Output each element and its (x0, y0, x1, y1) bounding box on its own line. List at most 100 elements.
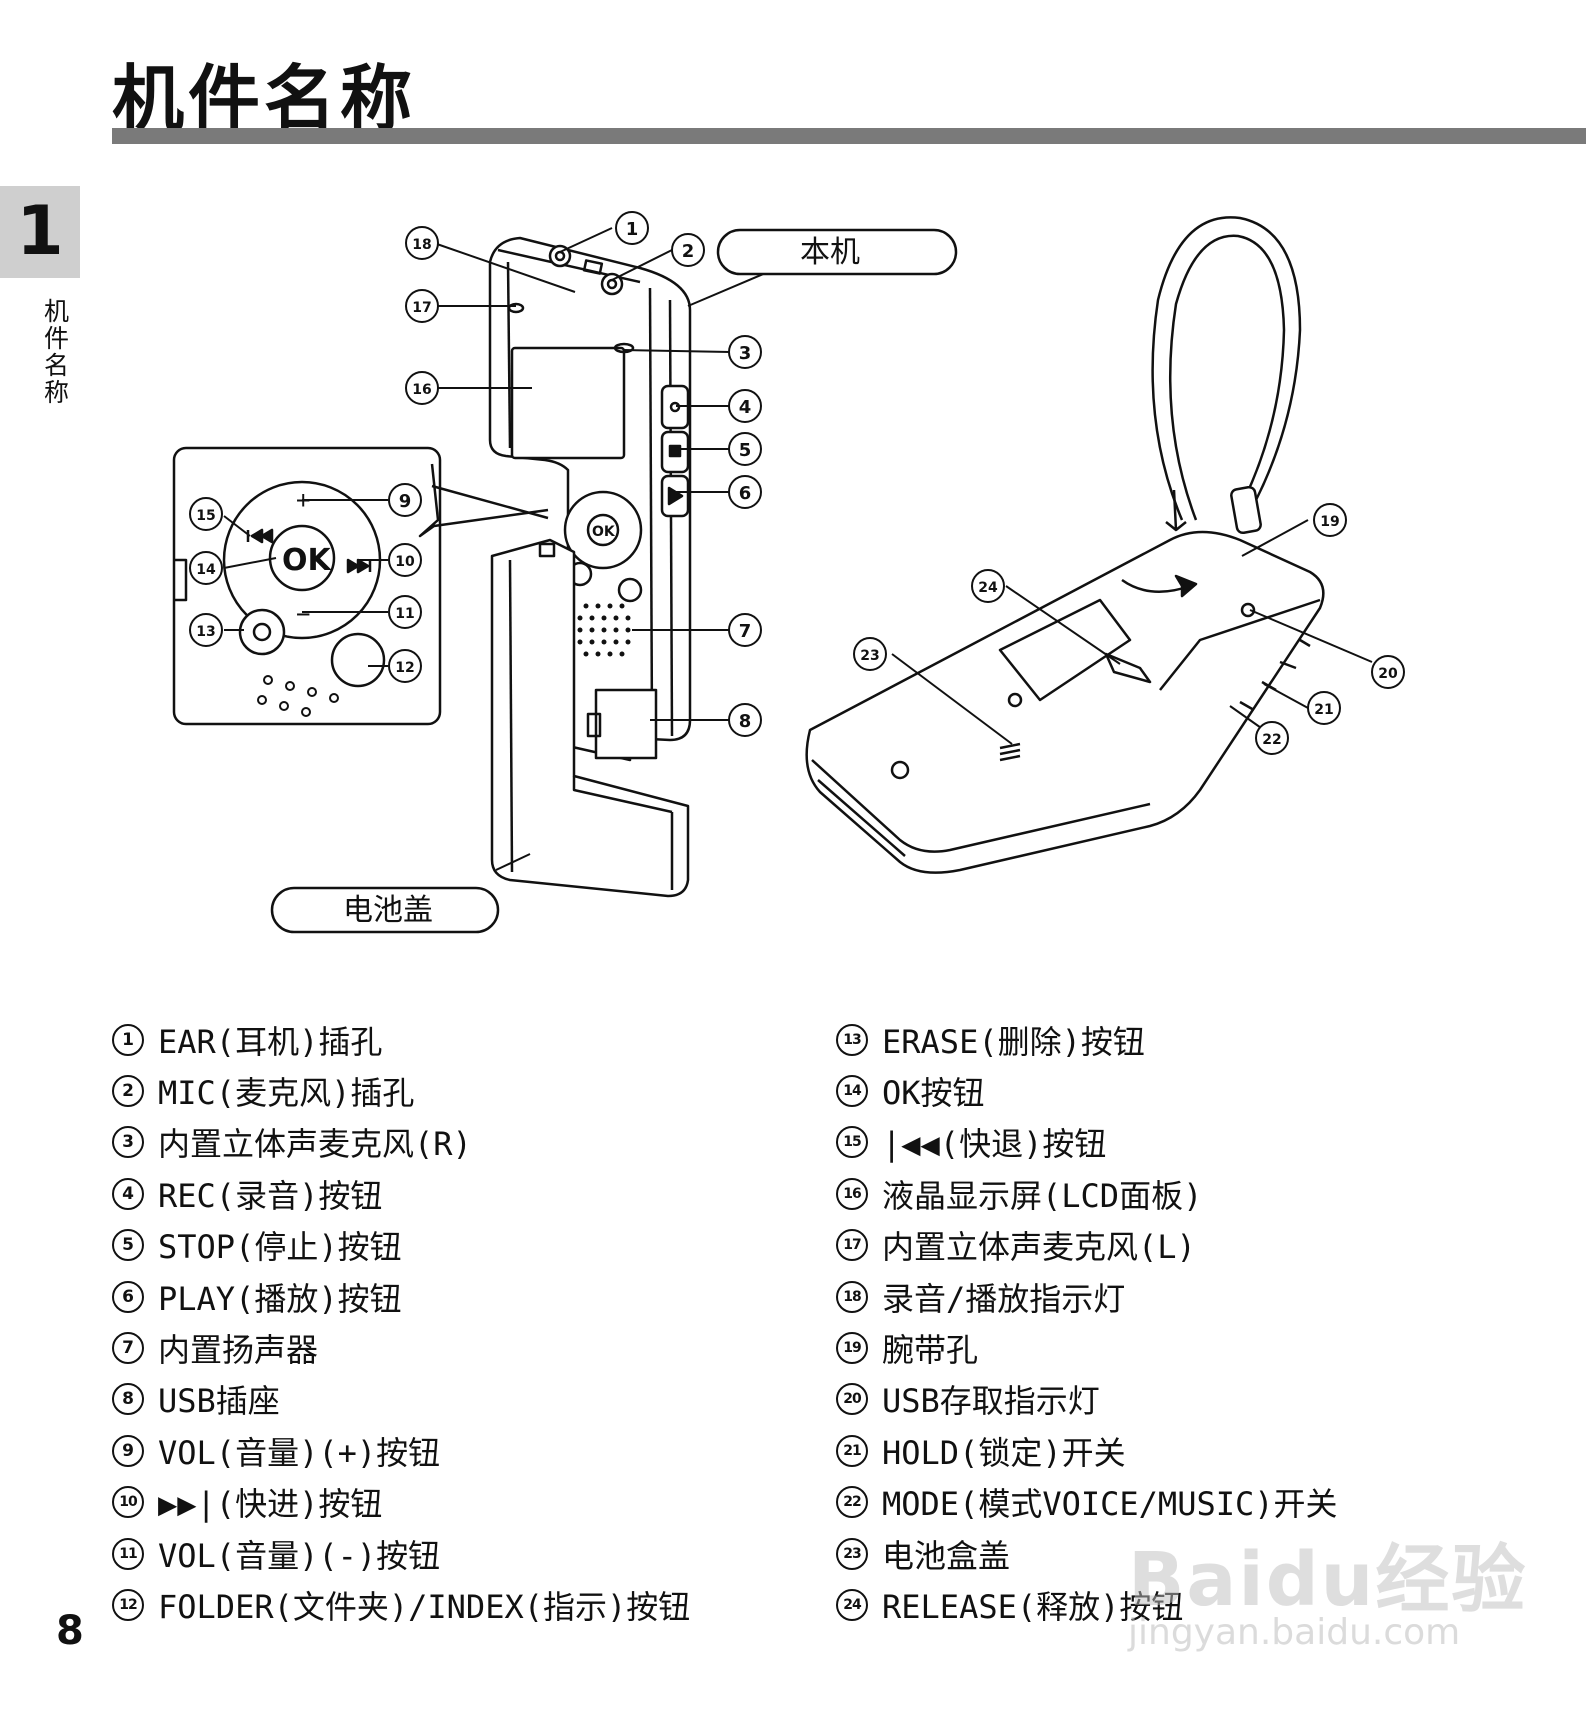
svg-text:15: 15 (196, 508, 215, 524)
legend-text: |◀◀(快退)按钮 (882, 1125, 1107, 1164)
legend-text: ERASE(删除)按钮 (882, 1022, 1145, 1061)
svg-text:20: 20 (1378, 666, 1398, 682)
marker-1: 1 (615, 211, 649, 245)
marker-8: 8 (728, 703, 762, 737)
marker-22: 22 (1255, 721, 1289, 755)
svg-text:8: 8 (739, 711, 752, 732)
legend-text: 内置立体声麦克风(R) (158, 1125, 472, 1164)
legend-item: 24 RELEASE(释放)按钮 (836, 1579, 1338, 1630)
legend-text: 内置扬声器 (158, 1331, 319, 1370)
chapter-label: 机件名称 (44, 297, 70, 407)
svg-text:22: 22 (1262, 732, 1281, 748)
legend-marker: 8 (112, 1383, 144, 1416)
baidu-watermark-logo: Baidu经验 (1128, 1537, 1528, 1623)
legend-marker: 4 (112, 1177, 144, 1210)
legend-text: STOP(停止)按钮 (158, 1228, 402, 1267)
legend-item: 13 ERASE(删除)按钮 (836, 1014, 1338, 1065)
ok-button-zoom (268, 524, 336, 592)
ok-button-small (586, 513, 620, 547)
legend-text: USB存取指示灯 (882, 1382, 1100, 1421)
wrist-strap (1151, 216, 1302, 521)
marker-5: 5 (728, 432, 762, 466)
svg-text:19: 19 (1320, 514, 1339, 530)
marker-2: 2 (671, 233, 705, 267)
svg-text:4: 4 (739, 397, 752, 418)
svg-text:7: 7 (739, 621, 752, 642)
title-underline-bar (112, 128, 1586, 144)
legend-marker: 15 (836, 1126, 868, 1159)
legend-marker: 23 (836, 1537, 868, 1570)
legend-item: 23 电池盒盖 (836, 1528, 1338, 1579)
mic-r-hole (613, 342, 635, 354)
callout-body-pill: 本机 (716, 228, 958, 276)
legend-text: VOL(音量)(+)按钮 (158, 1433, 441, 1472)
svg-text:1: 1 (626, 219, 639, 240)
folder-button-zoom (330, 632, 386, 688)
legend-marker: 9 (112, 1434, 144, 1467)
callout-body-label: 本机 (800, 235, 860, 270)
legend-marker: 24 (836, 1588, 868, 1621)
marker-11: 11 (388, 595, 422, 629)
legend-text: EAR(耳机)插孔 (158, 1022, 383, 1061)
legend-marker: 1 (112, 1023, 144, 1056)
legend-text: 录音/播放指示灯 (882, 1279, 1126, 1318)
legend-text: 电池盒盖 (882, 1536, 1011, 1575)
erase-button-zoom (238, 608, 286, 656)
marker-20: 20 (1371, 655, 1405, 689)
speaker-grille (577, 603, 631, 657)
rec-indicator (507, 302, 525, 314)
marker-18: 18 (405, 226, 439, 260)
legend-item: 9 VOL(音量)(+)按钮 (112, 1425, 690, 1476)
legend-marker: 11 (112, 1537, 144, 1570)
ok-label-zoom: OK (282, 543, 333, 578)
legend-item: 15 |◀◀(快退)按钮 (836, 1117, 1338, 1168)
legend-marker: 22 (836, 1486, 868, 1519)
marker-7: 7 (728, 613, 762, 647)
legend-marker: 12 (112, 1588, 144, 1621)
marker-4: 4 (728, 389, 762, 423)
legend-item: 8 USB插座 (112, 1374, 690, 1425)
legend-text: HOLD(锁定)开关 (882, 1433, 1126, 1472)
legend-text: VOL(音量)(-)按钮 (158, 1536, 441, 1575)
marker-21: 21 (1307, 691, 1341, 725)
legend-marker: 3 (112, 1126, 144, 1159)
legend-text: OK按钮 (882, 1074, 985, 1113)
lcd-screen (510, 346, 626, 460)
legend-text: REC(录音)按钮 (158, 1176, 383, 1215)
legend-text: RELEASE(释放)按钮 (882, 1587, 1184, 1626)
svg-text:16: 16 (412, 382, 431, 398)
marker-10: 10 (388, 543, 422, 577)
svg-text:13: 13 (196, 624, 215, 640)
marker-17: 17 (405, 289, 439, 323)
svg-text:17: 17 (412, 300, 431, 316)
legend-marker: 6 (112, 1280, 144, 1313)
legend-text: 液晶显示屏(LCD面板) (882, 1176, 1203, 1215)
legend-marker: 13 (836, 1023, 868, 1056)
svg-text:11: 11 (395, 606, 414, 622)
battery-cover (490, 538, 690, 898)
strap-slider (1230, 485, 1262, 535)
svg-text:21: 21 (1314, 702, 1333, 718)
legend-text: 腕带孔 (882, 1331, 979, 1370)
legend-text: USB插座 (158, 1382, 280, 1421)
legend-item: 3 内置立体声麦克风(R) (112, 1117, 690, 1168)
page-title: 机件名称 (112, 57, 417, 141)
legend-item: 19 腕带孔 (836, 1322, 1338, 1373)
chapter-tab (0, 186, 80, 278)
svg-text:−: − (296, 600, 310, 628)
ear-jack (548, 244, 572, 268)
legend-marker: 16 (836, 1177, 868, 1210)
svg-text:5: 5 (739, 440, 752, 461)
legend-marker: 19 (836, 1332, 868, 1365)
marker-23: 23 (853, 637, 887, 671)
